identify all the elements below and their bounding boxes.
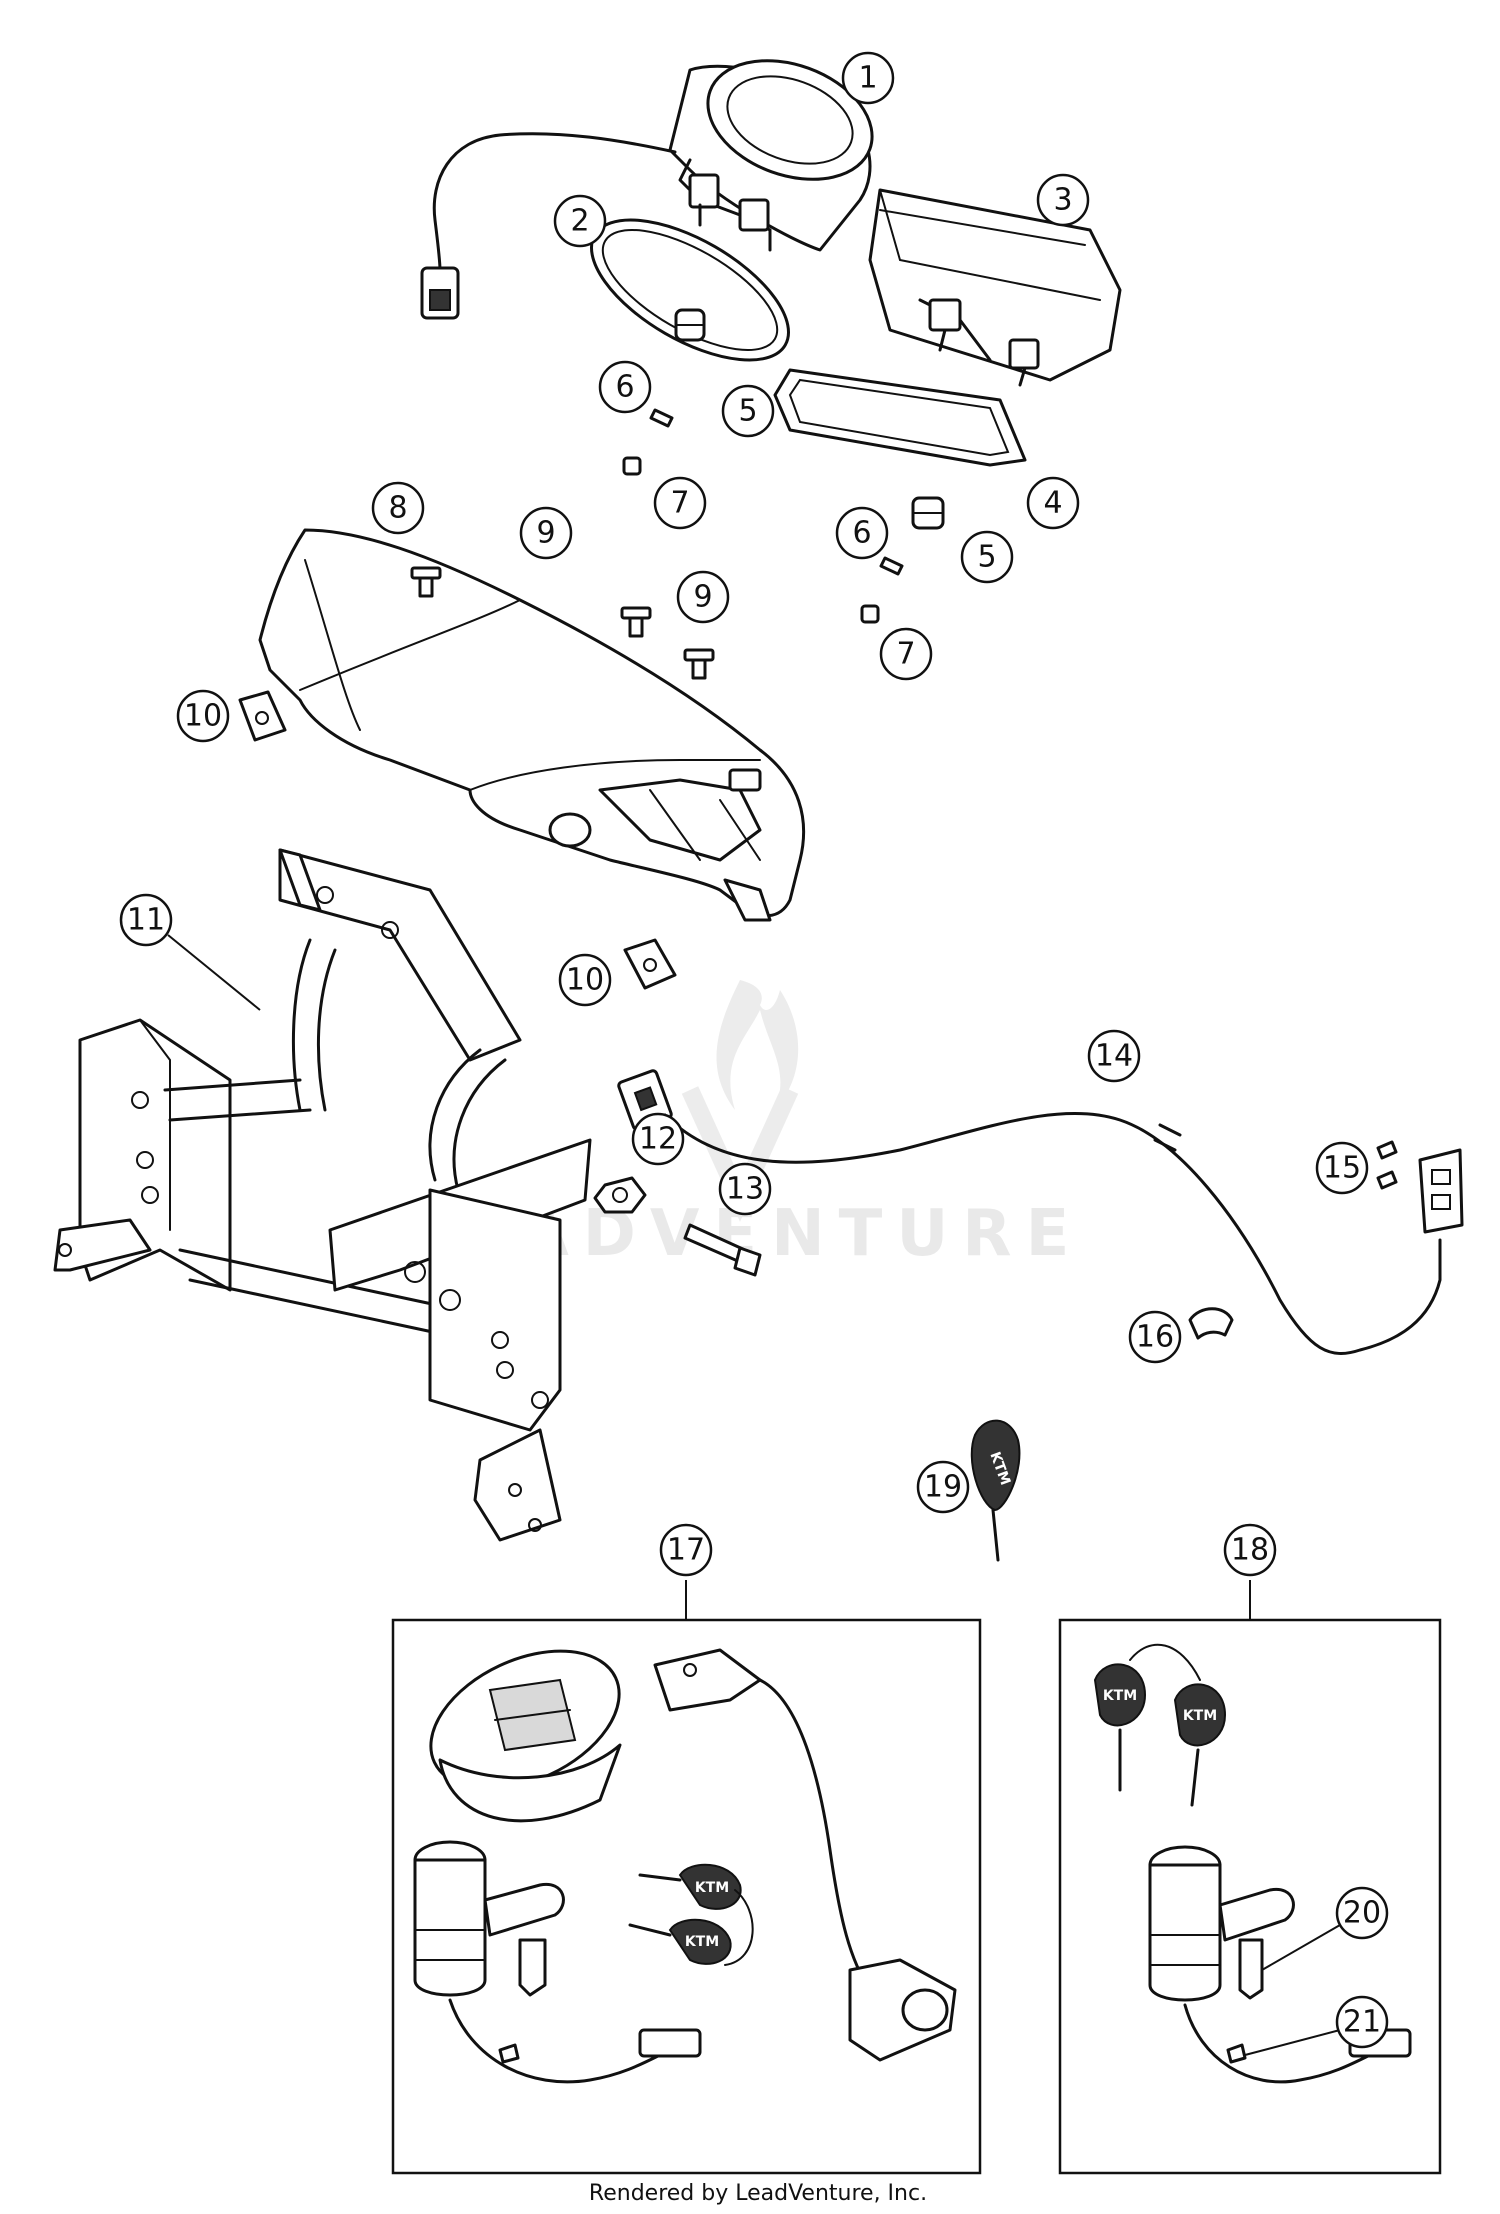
part-8-fairing xyxy=(258,528,806,922)
callout-7-left: 7 xyxy=(653,476,707,530)
callout-17-label: 17 xyxy=(667,1533,705,1568)
callout-21: 21 xyxy=(1335,1995,1389,2049)
footer-credit: Rendered by LeadVenture, Inc. xyxy=(589,2181,927,2206)
callout-5-right-label: 5 xyxy=(977,540,996,575)
callout-20: 20 xyxy=(1335,1886,1389,1940)
part-9-screw-b xyxy=(620,606,652,638)
part-7-nut-right xyxy=(860,604,880,624)
callout-12: 12 xyxy=(631,1112,685,1166)
part-1-instrument xyxy=(420,59,874,320)
callout-21-label: 21 xyxy=(1343,2005,1381,2040)
callout-6-right: 6 xyxy=(835,506,889,560)
key-17a-brand: KTM xyxy=(695,1880,729,1896)
callout-3-label: 3 xyxy=(1053,183,1072,218)
callout-14-label: 14 xyxy=(1095,1039,1133,1074)
callout-13: 13 xyxy=(718,1162,772,1216)
callout-8: 8 xyxy=(371,481,425,535)
callout-17: 17 xyxy=(659,1523,713,1577)
callout-10-upper: 10 xyxy=(176,689,230,743)
callout-9-a: 9 xyxy=(519,506,573,560)
callout-4-label: 4 xyxy=(1043,486,1062,521)
callout-9-b-label: 9 xyxy=(693,580,712,615)
callout-7-right: 7 xyxy=(879,627,933,681)
kit-18: KTM KTM xyxy=(1058,1580,1442,2175)
part-5-grommet-left xyxy=(674,308,706,342)
part-9-screw-c xyxy=(683,648,715,680)
callout-20-label: 20 xyxy=(1343,1896,1381,1931)
callout-4: 4 xyxy=(1026,476,1080,530)
callout-1-label: 1 xyxy=(858,61,877,96)
part-10-clip-upper xyxy=(238,690,287,742)
callout-15-label: 15 xyxy=(1323,1151,1361,1186)
callout-13-label: 13 xyxy=(726,1172,764,1207)
part-11-bracket xyxy=(53,848,592,1542)
part-4-gasket xyxy=(773,368,1027,467)
callout-16-label: 16 xyxy=(1136,1320,1174,1355)
callout-11-label: 11 xyxy=(127,903,165,938)
part-9-screw-a xyxy=(410,566,442,598)
part-7-nut-left xyxy=(622,456,642,476)
part-10-clip-lower xyxy=(623,938,677,990)
watermark-flame-icon xyxy=(716,980,799,1110)
callout-9-a-label: 9 xyxy=(536,516,555,551)
callout-1: 1 xyxy=(841,51,895,105)
callout-10-lower: 10 xyxy=(558,953,612,1007)
callout-9-b: 9 xyxy=(676,570,730,624)
part-5-grommet-right xyxy=(911,496,945,530)
callout-15: 15 xyxy=(1315,1141,1369,1195)
key-17b-brand: KTM xyxy=(685,1934,719,1950)
part-6-screw-left xyxy=(649,408,674,428)
callout-10-lower-label: 10 xyxy=(566,963,604,998)
callout-19-label: 19 xyxy=(924,1470,962,1505)
callout-2-label: 2 xyxy=(570,204,589,239)
callout-10-upper-label: 10 xyxy=(184,699,222,734)
callout-5-left: 5 xyxy=(721,384,775,438)
part-16-clip xyxy=(1188,1307,1234,1340)
callout-16: 16 xyxy=(1128,1310,1182,1364)
callout-3: 3 xyxy=(1036,173,1090,227)
part-15-sensor xyxy=(1376,1140,1464,1234)
callout-7-left-label: 7 xyxy=(670,486,689,521)
part-13-bolt xyxy=(683,1223,762,1277)
part-12-nut xyxy=(593,1176,647,1214)
callout-12-label: 12 xyxy=(639,1122,677,1157)
callout-2: 2 xyxy=(553,194,607,248)
callout-8-label: 8 xyxy=(388,491,407,526)
key-18a-brand: KTM xyxy=(1103,1688,1137,1704)
callout-18: 18 xyxy=(1223,1523,1277,1577)
part-3-instrument xyxy=(868,188,1122,387)
callout-18-label: 18 xyxy=(1231,1533,1269,1568)
callout-6-right-label: 6 xyxy=(852,516,871,551)
callout-5-right: 5 xyxy=(960,530,1014,584)
key-18b-brand: KTM xyxy=(1183,1708,1217,1724)
part-19-key: KTM xyxy=(970,1419,1021,1562)
kit-17: KTM KTM xyxy=(391,1580,982,2175)
callout-5-left-label: 5 xyxy=(738,394,757,429)
callout-11: 11 xyxy=(119,893,261,1011)
callout-6-left: 6 xyxy=(598,360,652,414)
callout-7-right-label: 7 xyxy=(896,637,915,672)
part-6-screw-right xyxy=(879,556,904,576)
callout-6-left-label: 6 xyxy=(615,370,634,405)
callout-19: 19 xyxy=(916,1460,970,1514)
callout-14: 14 xyxy=(1087,1029,1141,1083)
